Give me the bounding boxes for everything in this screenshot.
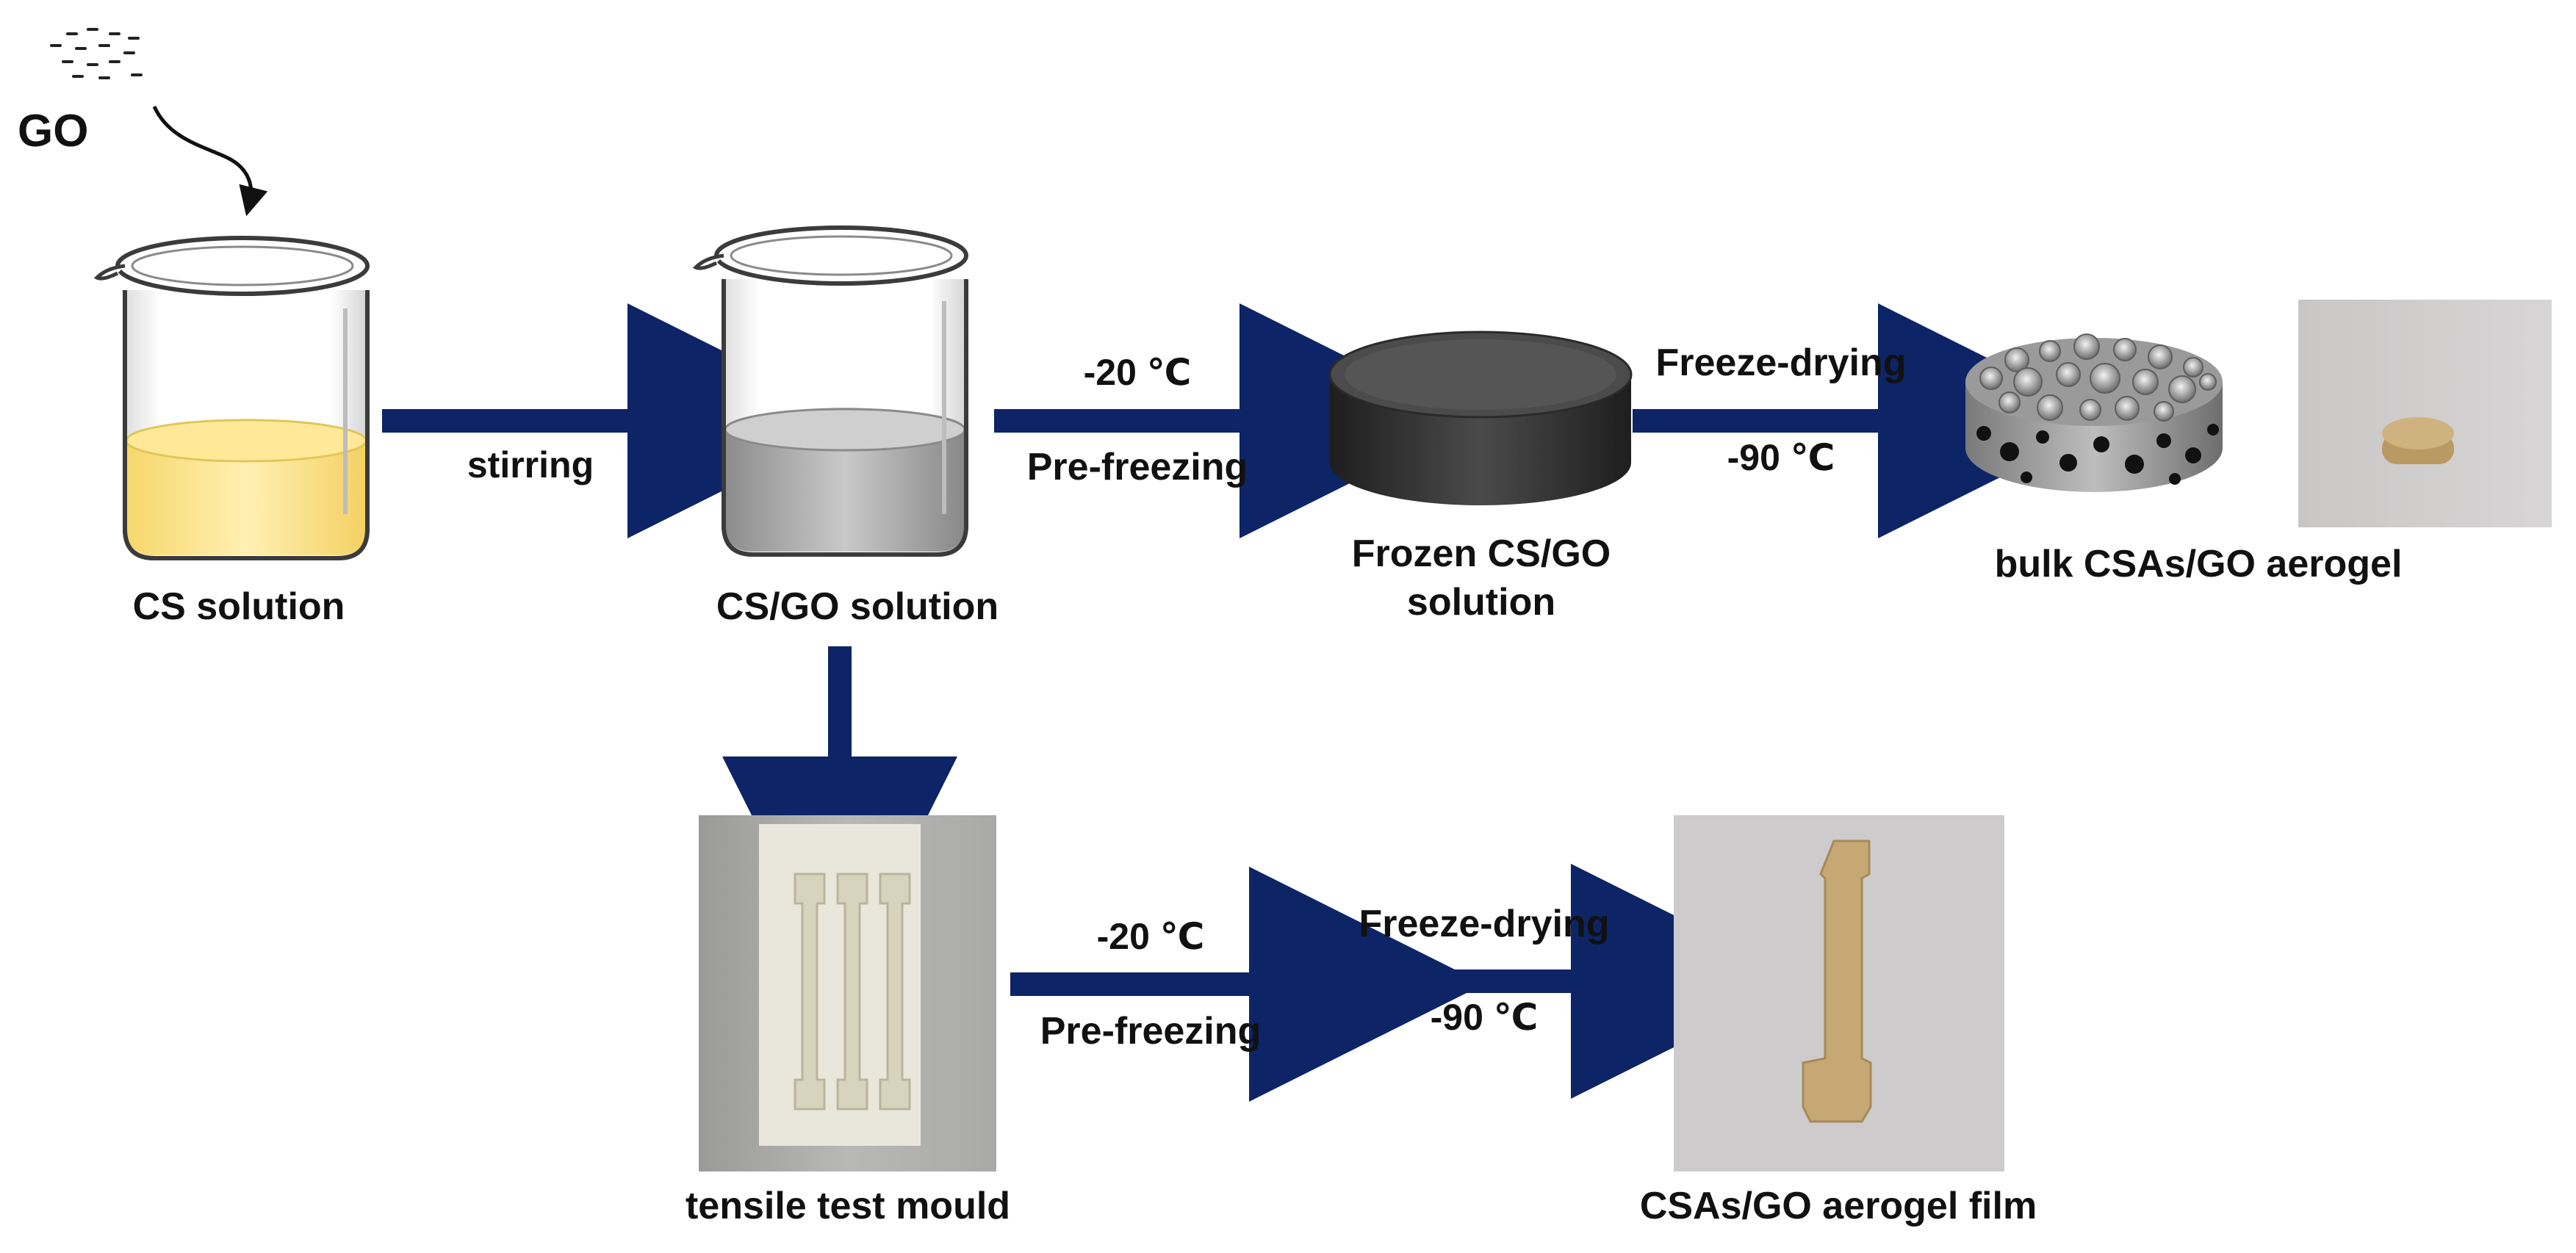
- cs-solution-label: CS solution: [132, 585, 345, 628]
- curved-arrow-icon: [152, 105, 268, 217]
- csgo-solution-label: CS/GO solution: [716, 585, 999, 628]
- prefreeze-label-top: Pre-freezing: [1026, 446, 1248, 488]
- freezedry-label-bottom: Freeze-drying: [1359, 903, 1610, 945]
- beaker-csgo-solution: [692, 225, 968, 557]
- freezedry-label-top: Freeze-drying: [1655, 342, 1907, 384]
- porous-aerogel-icon: [1965, 333, 2223, 492]
- freezedry-temp-top: -90 ℃: [1727, 437, 1835, 478]
- bulk-aerogel-photo: [2298, 300, 2552, 527]
- freezedry-temp-bottom: -90 ℃: [1430, 997, 1539, 1038]
- beaker-cs-solution: [93, 236, 370, 560]
- disk-icon: [1328, 331, 1633, 505]
- go-flakes-icon: [50, 28, 143, 79]
- prefreeze-temp-bottom: -20 ℃: [1096, 916, 1205, 957]
- stirring-label: stirring: [467, 444, 594, 485]
- bulk-aerogel-label: bulk CSAs/GO aerogel: [1994, 543, 2403, 585]
- tensile-mould-label: tensile test mould: [685, 1185, 1011, 1227]
- tensile-mould-photo: [699, 815, 996, 1171]
- frozen-label-line2: solution: [1406, 581, 1556, 624]
- aerogel-film-label: CSAs/GO aerogel film: [1639, 1185, 2037, 1227]
- go-label: GO: [18, 106, 89, 156]
- prefreeze-temp-top: -20 ℃: [1083, 352, 1192, 393]
- aerogel-film-photo: [1674, 815, 2004, 1171]
- frozen-label-line1: Frozen CS/GO: [1351, 532, 1611, 575]
- prefreeze-label-bottom: Pre-freezing: [1040, 1010, 1262, 1052]
